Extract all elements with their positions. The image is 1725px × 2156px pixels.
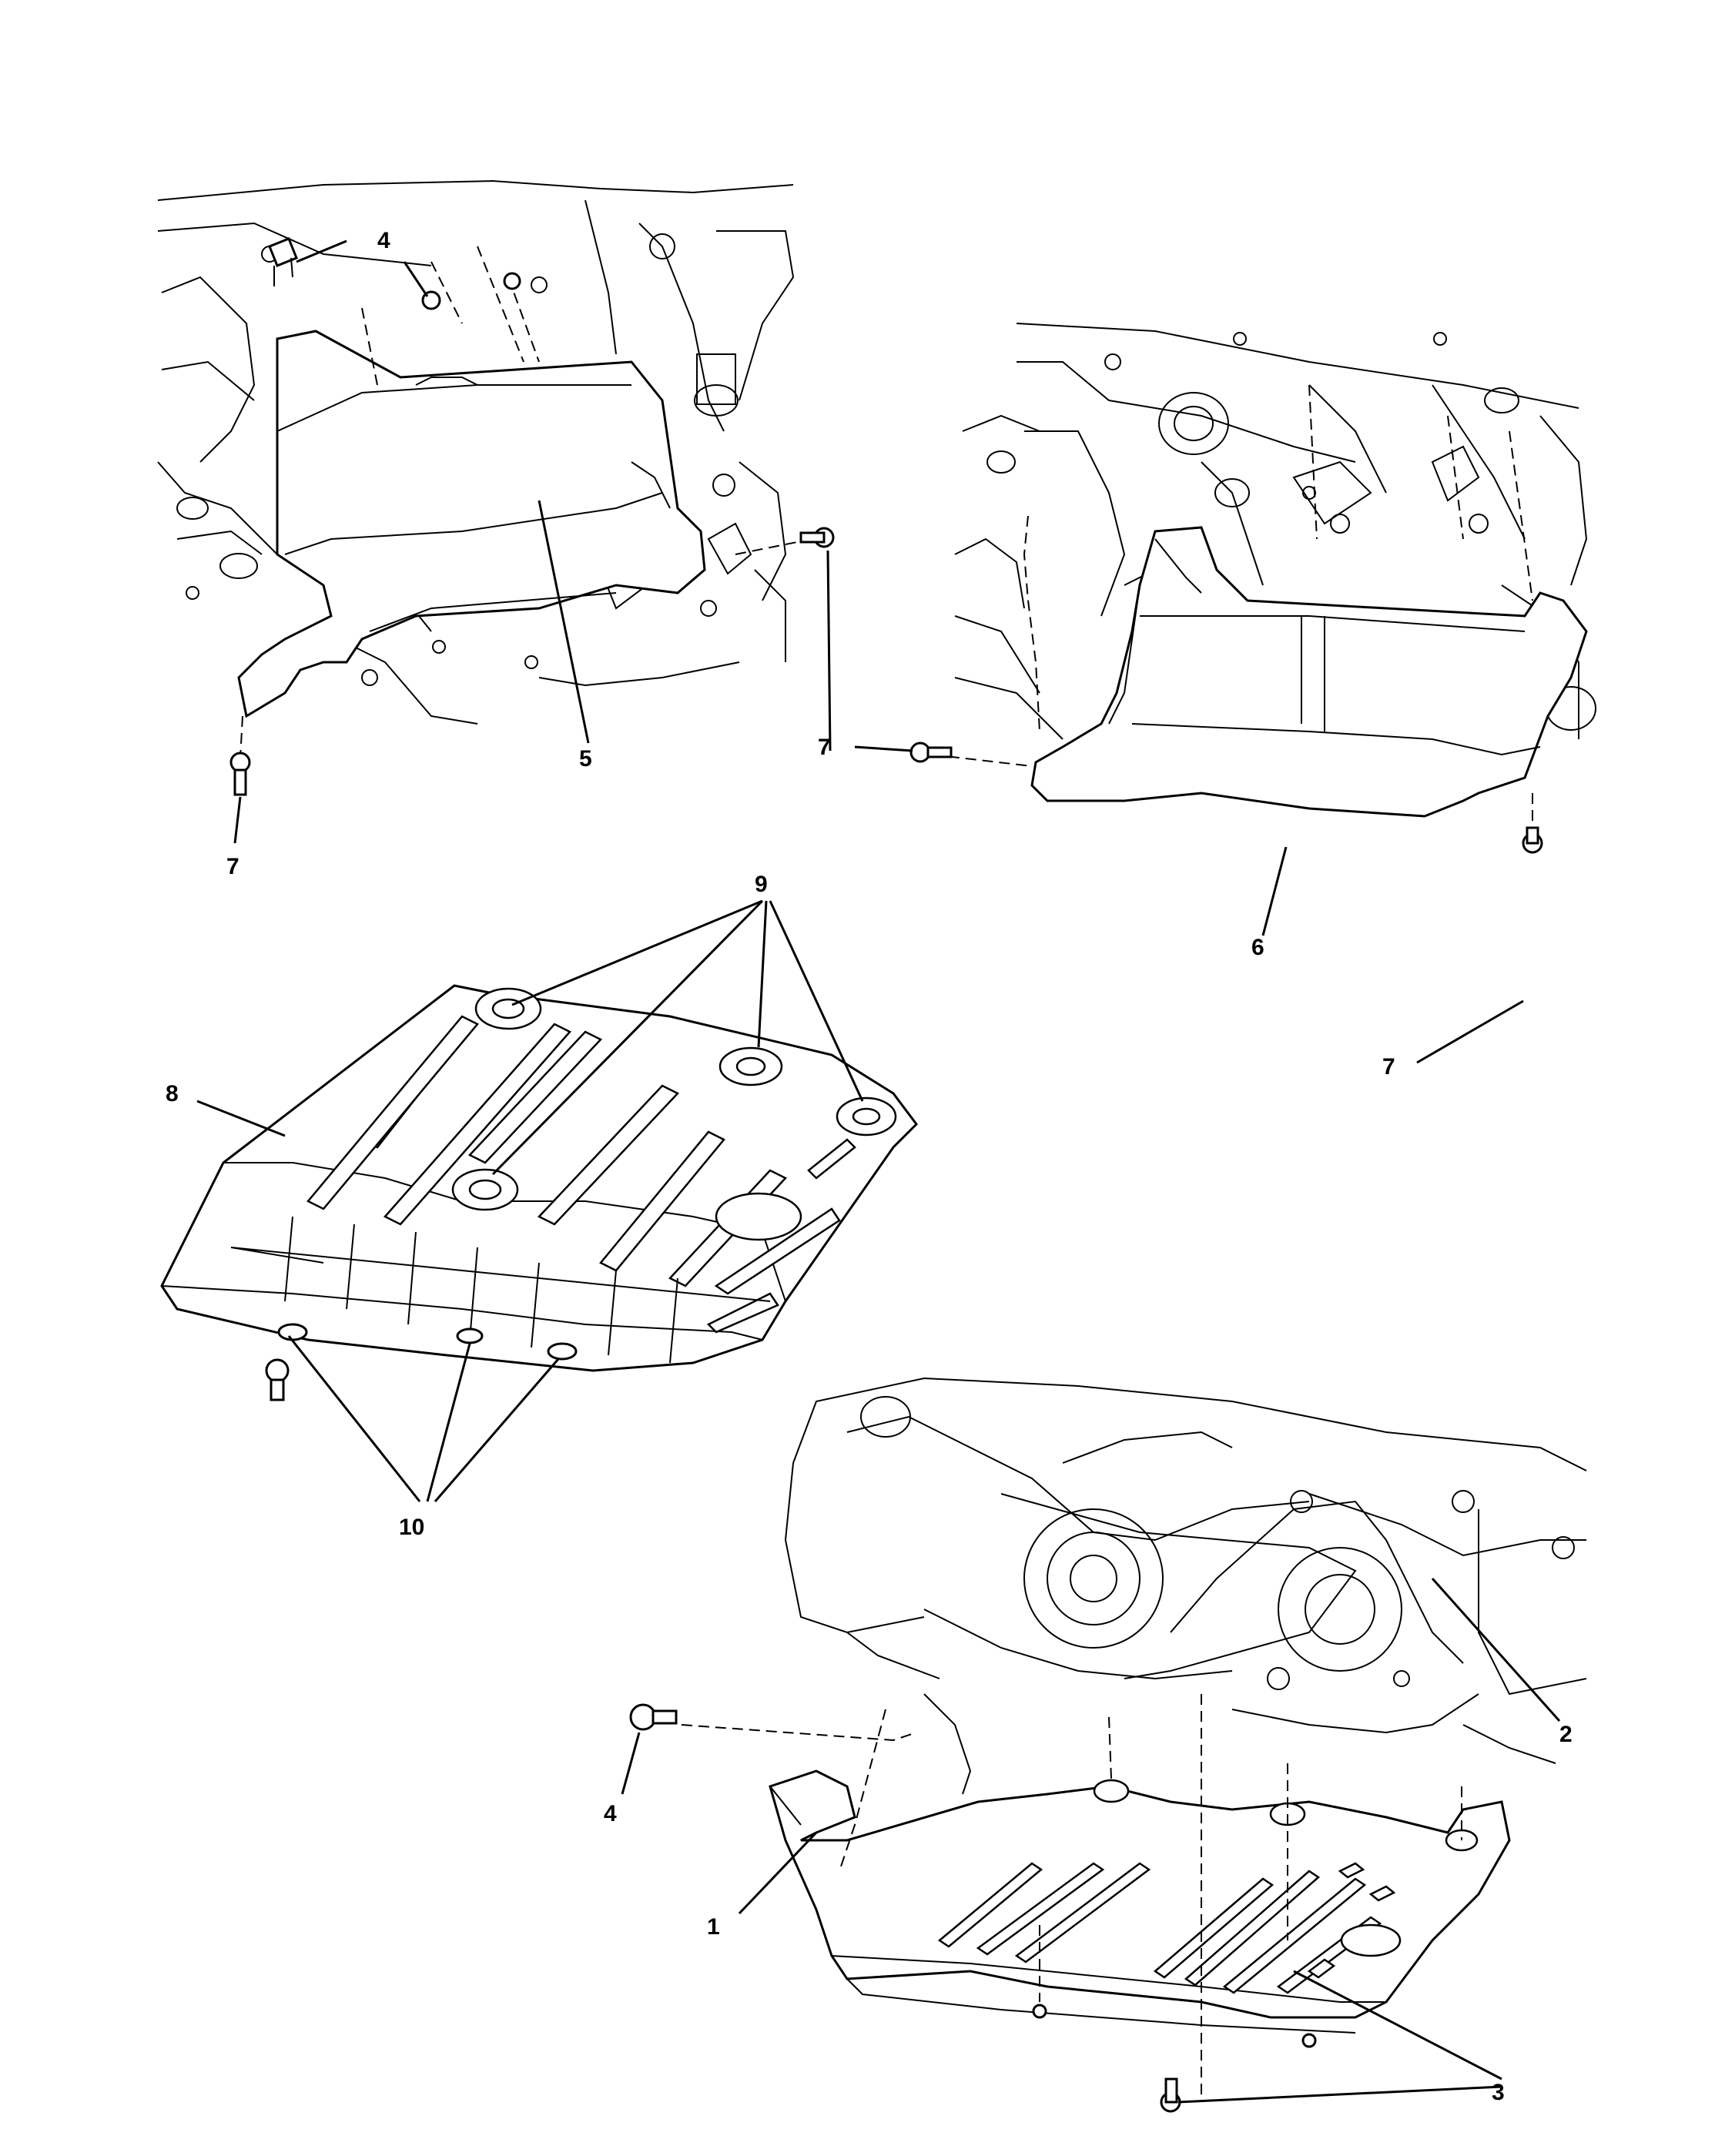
skid-plate-slots-lower (937, 1862, 1396, 1994)
bolt-part-4-lower (629, 1703, 678, 1731)
callout-6: 6 (1251, 935, 1264, 960)
boss-part-9-b (718, 1046, 783, 1086)
clip-part-4-upper (268, 237, 298, 286)
callout-3: 3 (1492, 2080, 1505, 2105)
push-pin-part-7-horizontal (799, 527, 835, 548)
callout-4-lower: 4 (604, 1801, 617, 1826)
push-pin-part-7-vertical (229, 752, 251, 796)
boss-part-9-d (451, 1168, 519, 1211)
callout-8: 8 (166, 1081, 179, 1106)
splash-shield-part-6 (1030, 526, 1588, 818)
bolt-part-3-lower (1160, 2077, 1181, 2113)
callout-2: 2 (1559, 1722, 1573, 1747)
upper-right-view (854, 323, 1596, 1064)
callout-4-upper: 4 (377, 228, 390, 253)
push-pin-part-7-side (909, 742, 953, 763)
splash-shield-part-5 (237, 330, 706, 718)
push-pin-part-7-bottom (1522, 826, 1543, 854)
callout-1: 1 (707, 1914, 720, 1940)
lower-right-engine-bay (784, 1377, 1587, 1795)
middle-skid-plate (160, 899, 918, 1502)
callout-10: 10 (399, 1515, 424, 1540)
boss-part-9-c (836, 1096, 897, 1137)
callout-5: 5 (579, 746, 592, 772)
callout-7-mid: 7 (818, 735, 831, 760)
skid-plate-oval-opening (715, 1192, 802, 1241)
bolt-part-10-left (265, 1358, 290, 1401)
upper-left-view (157, 179, 835, 844)
callout-7-left: 7 (226, 854, 239, 879)
callout-9: 9 (755, 872, 768, 897)
callout-7-right: 7 (1382, 1054, 1395, 1080)
upper-left-engine-bay (157, 179, 795, 725)
lower-right-view (621, 1377, 1587, 2113)
boss-part-9-a (474, 987, 542, 1030)
